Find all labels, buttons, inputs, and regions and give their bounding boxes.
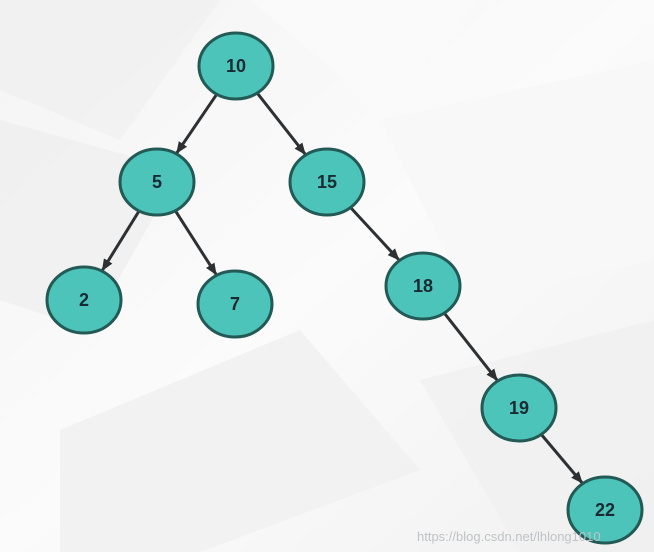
tree-node-10: 10 <box>197 31 275 101</box>
node-circle <box>118 147 196 217</box>
node-label: 7 <box>230 294 240 314</box>
watermark-text: https://blog.csdn.net/lhlong1010 <box>417 529 601 544</box>
node-label: 22 <box>595 500 615 520</box>
nodes-layer: 10 5 15 2 7 18 19 22 <box>45 31 644 545</box>
edge-n10-n5 <box>175 93 219 154</box>
tree-node-7: 7 <box>196 269 274 339</box>
node-label: 10 <box>226 56 246 76</box>
tree-node-19: 19 <box>480 373 558 443</box>
tree-node-18: 18 <box>384 251 462 321</box>
edge-n5-n7 <box>174 209 218 276</box>
node-label: 5 <box>152 172 162 192</box>
node-label: 18 <box>413 276 433 296</box>
edge-n15-n18 <box>349 206 400 261</box>
node-circle <box>196 269 274 339</box>
tree-node-15: 15 <box>288 147 366 217</box>
edge-n19-n22 <box>540 433 584 484</box>
node-label: 15 <box>317 172 337 192</box>
node-circle <box>288 147 366 217</box>
node-circle <box>384 251 462 321</box>
edge-n18-n19 <box>443 312 499 382</box>
node-label: 19 <box>509 398 529 418</box>
node-circle <box>566 475 644 545</box>
node-circle <box>45 265 123 335</box>
edges-layer <box>101 92 584 484</box>
tree-node-22: 22 <box>566 475 644 545</box>
node-circle <box>197 31 275 101</box>
edge-n5-n2 <box>101 210 141 272</box>
edge-n10-n15 <box>256 92 307 156</box>
tree-node-5: 5 <box>118 147 196 217</box>
node-circle <box>480 373 558 443</box>
tree-node-2: 2 <box>45 265 123 335</box>
node-label: 2 <box>79 290 89 310</box>
